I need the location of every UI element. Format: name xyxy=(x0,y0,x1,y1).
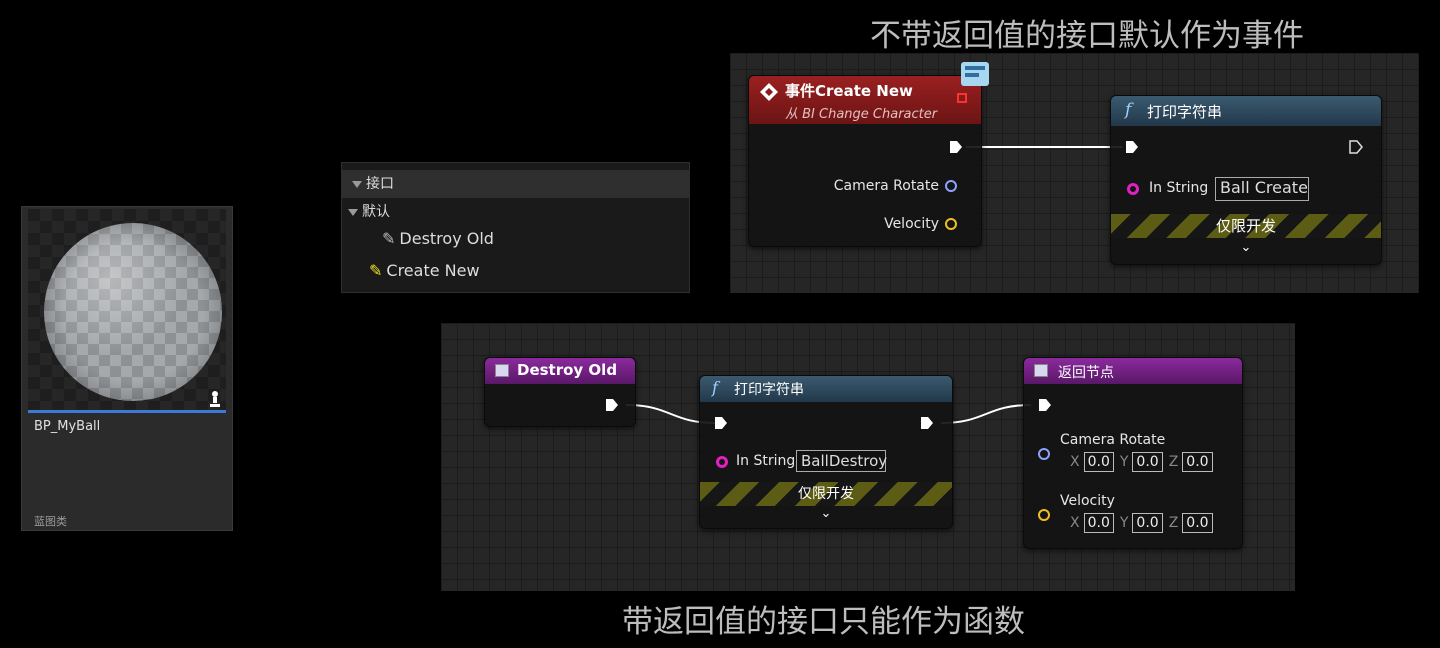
asset-color-bar xyxy=(28,410,226,413)
interface-event-icon: ✎ xyxy=(369,261,383,280)
event-diamond-icon xyxy=(760,83,778,101)
velocity-y-field[interactable]: 0.0 xyxy=(1132,513,1163,533)
asset-card[interactable]: BP_MyBall 蓝图类 xyxy=(21,206,233,531)
interface-item-label: Destroy Old xyxy=(399,229,494,248)
pin-label-camera-rotate: Camera Rotate xyxy=(833,178,939,194)
exec-output-pin[interactable] xyxy=(949,140,963,154)
exec-input-pin[interactable] xyxy=(1038,398,1052,412)
velocity-x-field[interactable]: 0.0 xyxy=(1083,513,1114,533)
print-node-header: 打印字符串 xyxy=(700,376,952,402)
expand-chevron-icon[interactable]: ⌄ xyxy=(1240,240,1252,255)
function-entry-destroy-old[interactable]: Destroy Old xyxy=(484,357,636,427)
return-node-icon xyxy=(1034,364,1048,377)
entry-node-title: Destroy Old xyxy=(517,361,618,379)
function-entry-icon xyxy=(495,364,509,377)
collapse-arrow-icon xyxy=(348,208,358,216)
pin-label-velocity: Velocity xyxy=(884,216,939,232)
pin-label-velocity: Velocity xyxy=(1060,493,1115,509)
delegate-pin[interactable] xyxy=(957,93,967,103)
interface-section-header[interactable]: 接口 xyxy=(342,170,689,198)
interface-message-icon xyxy=(961,62,989,86)
axis-z-label: Z xyxy=(1168,454,1179,470)
event-node-subtitle: 从 BI Change Character xyxy=(785,107,938,122)
entry-node-header: Destroy Old xyxy=(485,358,635,384)
vector-output-pin[interactable] xyxy=(945,218,957,230)
category-label: 默认 xyxy=(362,204,390,220)
asset-name: BP_MyBall xyxy=(34,419,101,434)
asset-type: 蓝图类 xyxy=(34,515,67,528)
camera-rotate-z-field[interactable]: 0.0 xyxy=(1182,452,1213,472)
print-string-node-top[interactable]: 打印字符串 f In String Ball Create 仅限开发 ⌄ xyxy=(1110,95,1382,265)
event-node-create-new[interactable]: 事件Create New 从 BI Change Character Camer… xyxy=(748,75,982,247)
axis-y-label: Y xyxy=(1119,515,1129,531)
exec-output-pin[interactable] xyxy=(1349,140,1363,154)
camera-rotate-y-field[interactable]: 0.0 xyxy=(1132,452,1163,472)
interface-item-label: Create New xyxy=(386,261,480,280)
pin-label-camera-rotate: Camera Rotate xyxy=(1060,432,1166,448)
pawn-icon xyxy=(210,391,220,407)
interface-panel: 接口 默认 ✎Destroy Old ✎Create New xyxy=(341,162,690,293)
in-string-field[interactable]: BallDestroy xyxy=(796,450,887,472)
exec-input-pin[interactable] xyxy=(1125,140,1139,154)
sphere-preview xyxy=(44,223,222,401)
section-label: 接口 xyxy=(366,176,394,192)
axis-x-label: X xyxy=(1070,515,1080,531)
collapse-arrow-icon xyxy=(352,180,362,188)
print-node-title: 打印字符串 xyxy=(1147,103,1223,121)
exec-input-pin[interactable] xyxy=(714,416,728,430)
function-icon: f xyxy=(1125,100,1132,120)
print-string-node-bottom[interactable]: 打印字符串 f In String BallDestroy 仅限开发 ⌄ xyxy=(699,375,953,529)
return-node-title: 返回节点 xyxy=(1058,365,1114,381)
string-input-pin[interactable] xyxy=(1127,183,1139,195)
top-caption: 不带返回值的接口默认作为事件 xyxy=(870,18,1304,54)
exec-wire xyxy=(966,146,1122,148)
exec-output-pin[interactable] xyxy=(605,398,619,412)
development-only-label: 仅限开发 xyxy=(798,486,854,502)
axis-z-label: Z xyxy=(1168,515,1179,531)
string-input-pin[interactable] xyxy=(716,456,728,468)
interface-item-create-new[interactable]: ✎Create New xyxy=(342,257,689,285)
development-only-banner: 仅限开发 xyxy=(1111,214,1381,238)
development-only-banner: 仅限开发 xyxy=(700,482,952,506)
function-graph-bottom[interactable]: Destroy Old 打印字符串 f In String BallDestro… xyxy=(441,323,1295,591)
in-string-field[interactable]: Ball Create xyxy=(1215,177,1309,201)
expand-chevron-icon[interactable]: ⌄ xyxy=(820,506,832,521)
in-string-label: In String xyxy=(1149,180,1209,196)
function-icon: f xyxy=(712,378,718,397)
camera-rotate-x-field[interactable]: 0.0 xyxy=(1083,452,1114,472)
velocity-z-field[interactable]: 0.0 xyxy=(1182,513,1213,533)
bottom-caption: 带返回值的接口只能作为函数 xyxy=(622,604,1025,640)
in-string-label: In String xyxy=(736,453,796,469)
event-node-title: 事件Create New xyxy=(785,82,913,100)
interface-item-destroy-old[interactable]: ✎Destroy Old xyxy=(342,225,689,253)
axis-y-label: Y xyxy=(1119,454,1129,470)
event-graph-top[interactable]: 事件Create New 从 BI Change Character Camer… xyxy=(730,53,1419,293)
development-only-label: 仅限开发 xyxy=(1215,217,1276,235)
rotator-input-pin[interactable] xyxy=(1038,448,1050,460)
print-node-header: 打印字符串 xyxy=(1111,96,1381,126)
return-node-header: 返回节点 xyxy=(1024,358,1242,384)
rotator-output-pin[interactable] xyxy=(945,180,957,192)
interface-category[interactable]: 默认 xyxy=(342,198,689,226)
vector-input-pin[interactable] xyxy=(1038,509,1050,521)
asset-thumbnail xyxy=(28,209,226,412)
print-node-title: 打印字符串 xyxy=(734,382,804,398)
interface-function-icon: ✎ xyxy=(382,229,396,248)
axis-x-label: X xyxy=(1070,454,1080,470)
exec-output-pin[interactable] xyxy=(920,416,934,430)
event-node-header: 事件Create New 从 BI Change Character xyxy=(749,76,981,124)
